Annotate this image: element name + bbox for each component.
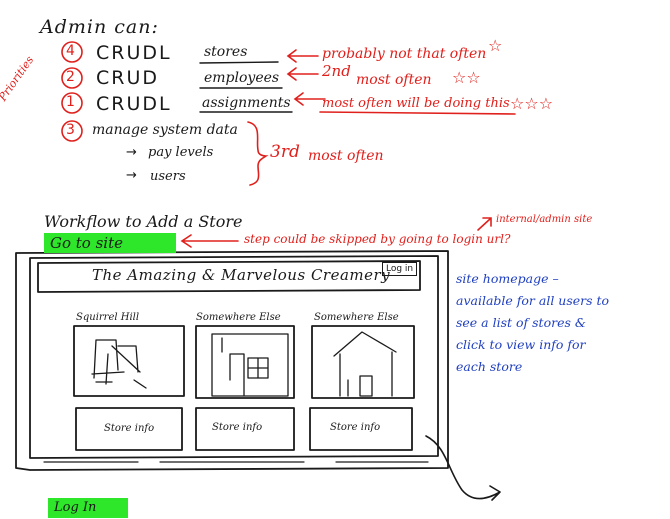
manage-system-data: manage system data xyxy=(92,122,238,138)
store-info-box-3 xyxy=(309,407,413,451)
object-stores: stores xyxy=(204,44,248,60)
store-image-box-3 xyxy=(311,325,415,399)
note-assignments: most often will be doing this xyxy=(322,96,510,111)
priority-circle-2 xyxy=(61,67,83,89)
star-icon: ☆ xyxy=(488,36,503,55)
store-info-box-1 xyxy=(75,407,183,451)
priority-circle-1 xyxy=(61,92,83,114)
arrow-internal xyxy=(477,217,492,231)
object-employees: employees xyxy=(204,70,280,86)
priority-circle-4 xyxy=(61,41,83,63)
mockup-outer-frame xyxy=(15,250,449,471)
skip-note: step could be skipped by going to login … xyxy=(244,232,511,246)
storefront-icon xyxy=(211,333,289,397)
star-icon: ☆☆☆ xyxy=(510,94,554,113)
manage-item-pay-levels: pay levels xyxy=(148,145,214,160)
store-info-box-2 xyxy=(195,407,295,451)
manage-item-users: users xyxy=(150,169,186,184)
brace-manage xyxy=(247,121,269,186)
note-manage-sup: 3rd xyxy=(270,142,300,162)
store-name-1: Squirrel Hill xyxy=(76,312,140,323)
star-icon: ☆☆ xyxy=(452,68,481,87)
note-manage: most often xyxy=(308,148,384,164)
internal-site-note: internal/admin site xyxy=(496,214,593,225)
arrow-right-icon: → xyxy=(126,168,137,183)
arrow-skip xyxy=(180,234,239,248)
store-info-button-1[interactable]: Store info xyxy=(104,423,155,434)
store-name-2: Somewhere Else xyxy=(196,312,281,323)
priority-number-3: 3 xyxy=(66,122,75,138)
arrow-assignments xyxy=(293,92,326,106)
mockup-inner-frame xyxy=(29,255,439,459)
priority-number-2: 2 xyxy=(66,69,75,85)
note-stores: probably not that often xyxy=(322,46,487,62)
store-info-button-2[interactable]: Store info xyxy=(212,422,263,433)
mockup-site-title: The Amazing & Marvelous Creamery xyxy=(92,266,391,284)
priority-number-4: 4 xyxy=(66,43,75,59)
priority-number-1: 1 xyxy=(66,94,75,110)
row-action: CRUD xyxy=(96,67,160,89)
store-name-3: Somewhere Else xyxy=(314,312,399,323)
note-employees: most often xyxy=(356,72,432,88)
note-employees-sup: 2nd xyxy=(322,62,351,80)
store-image-box-1 xyxy=(73,325,185,397)
store-image-box-2 xyxy=(195,325,295,399)
underline-stores xyxy=(199,61,279,64)
squirrel-hill-doodle-icon xyxy=(91,339,147,389)
arrow-stores xyxy=(286,49,319,63)
house-icon xyxy=(333,331,397,397)
go-to-site-step: Go to site xyxy=(44,233,176,253)
row-action: CRUDL xyxy=(96,93,172,115)
admin-heading: Admin can: xyxy=(40,16,159,38)
object-assignments: assignments xyxy=(202,95,291,111)
log-in-step: Log In xyxy=(48,498,128,518)
arrow-employees xyxy=(286,67,319,81)
arrow-right-icon: → xyxy=(126,145,137,160)
mockup-login-button[interactable]: Log in xyxy=(382,262,418,276)
store-info-button-3[interactable]: Store info xyxy=(330,422,381,433)
workflow-title: Workflow to Add a Store xyxy=(44,212,243,231)
underline-most-often xyxy=(319,111,516,115)
site-homepage-description: site homepage – available for all users … xyxy=(456,271,610,374)
scroll-arrow-icon xyxy=(425,435,501,501)
priority-circle-3 xyxy=(61,120,83,142)
header-box xyxy=(37,260,421,293)
row-action: CRUDL xyxy=(96,42,172,64)
